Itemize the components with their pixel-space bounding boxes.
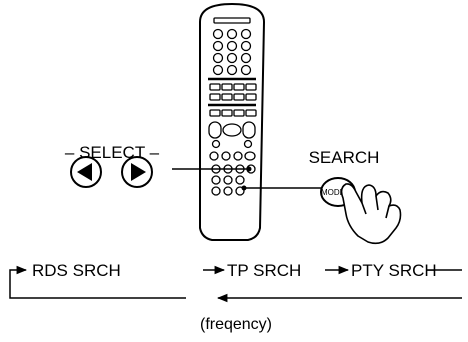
cycle-return-label: (freqency) (200, 316, 272, 333)
cycle-step-tp-srch: TP SRCH (227, 261, 301, 280)
cycle-step-rds-srch: RDS SRCH (32, 261, 121, 280)
mode-button-label: MODE (321, 188, 345, 197)
select-right-button[interactable] (121, 156, 153, 188)
triangle-left-icon (77, 163, 92, 181)
triangle-right-icon (131, 163, 146, 181)
pressing-hand-icon (340, 183, 402, 245)
search-label: SEARCH (309, 148, 380, 167)
search-cycle: RDS SRCH TP SRCH PTY SRCH (freqency) (9, 261, 462, 333)
remote-control (199, 2, 266, 241)
select-left-button[interactable] (70, 156, 102, 188)
cycle-step-pty-srch: PTY SRCH (351, 261, 437, 280)
